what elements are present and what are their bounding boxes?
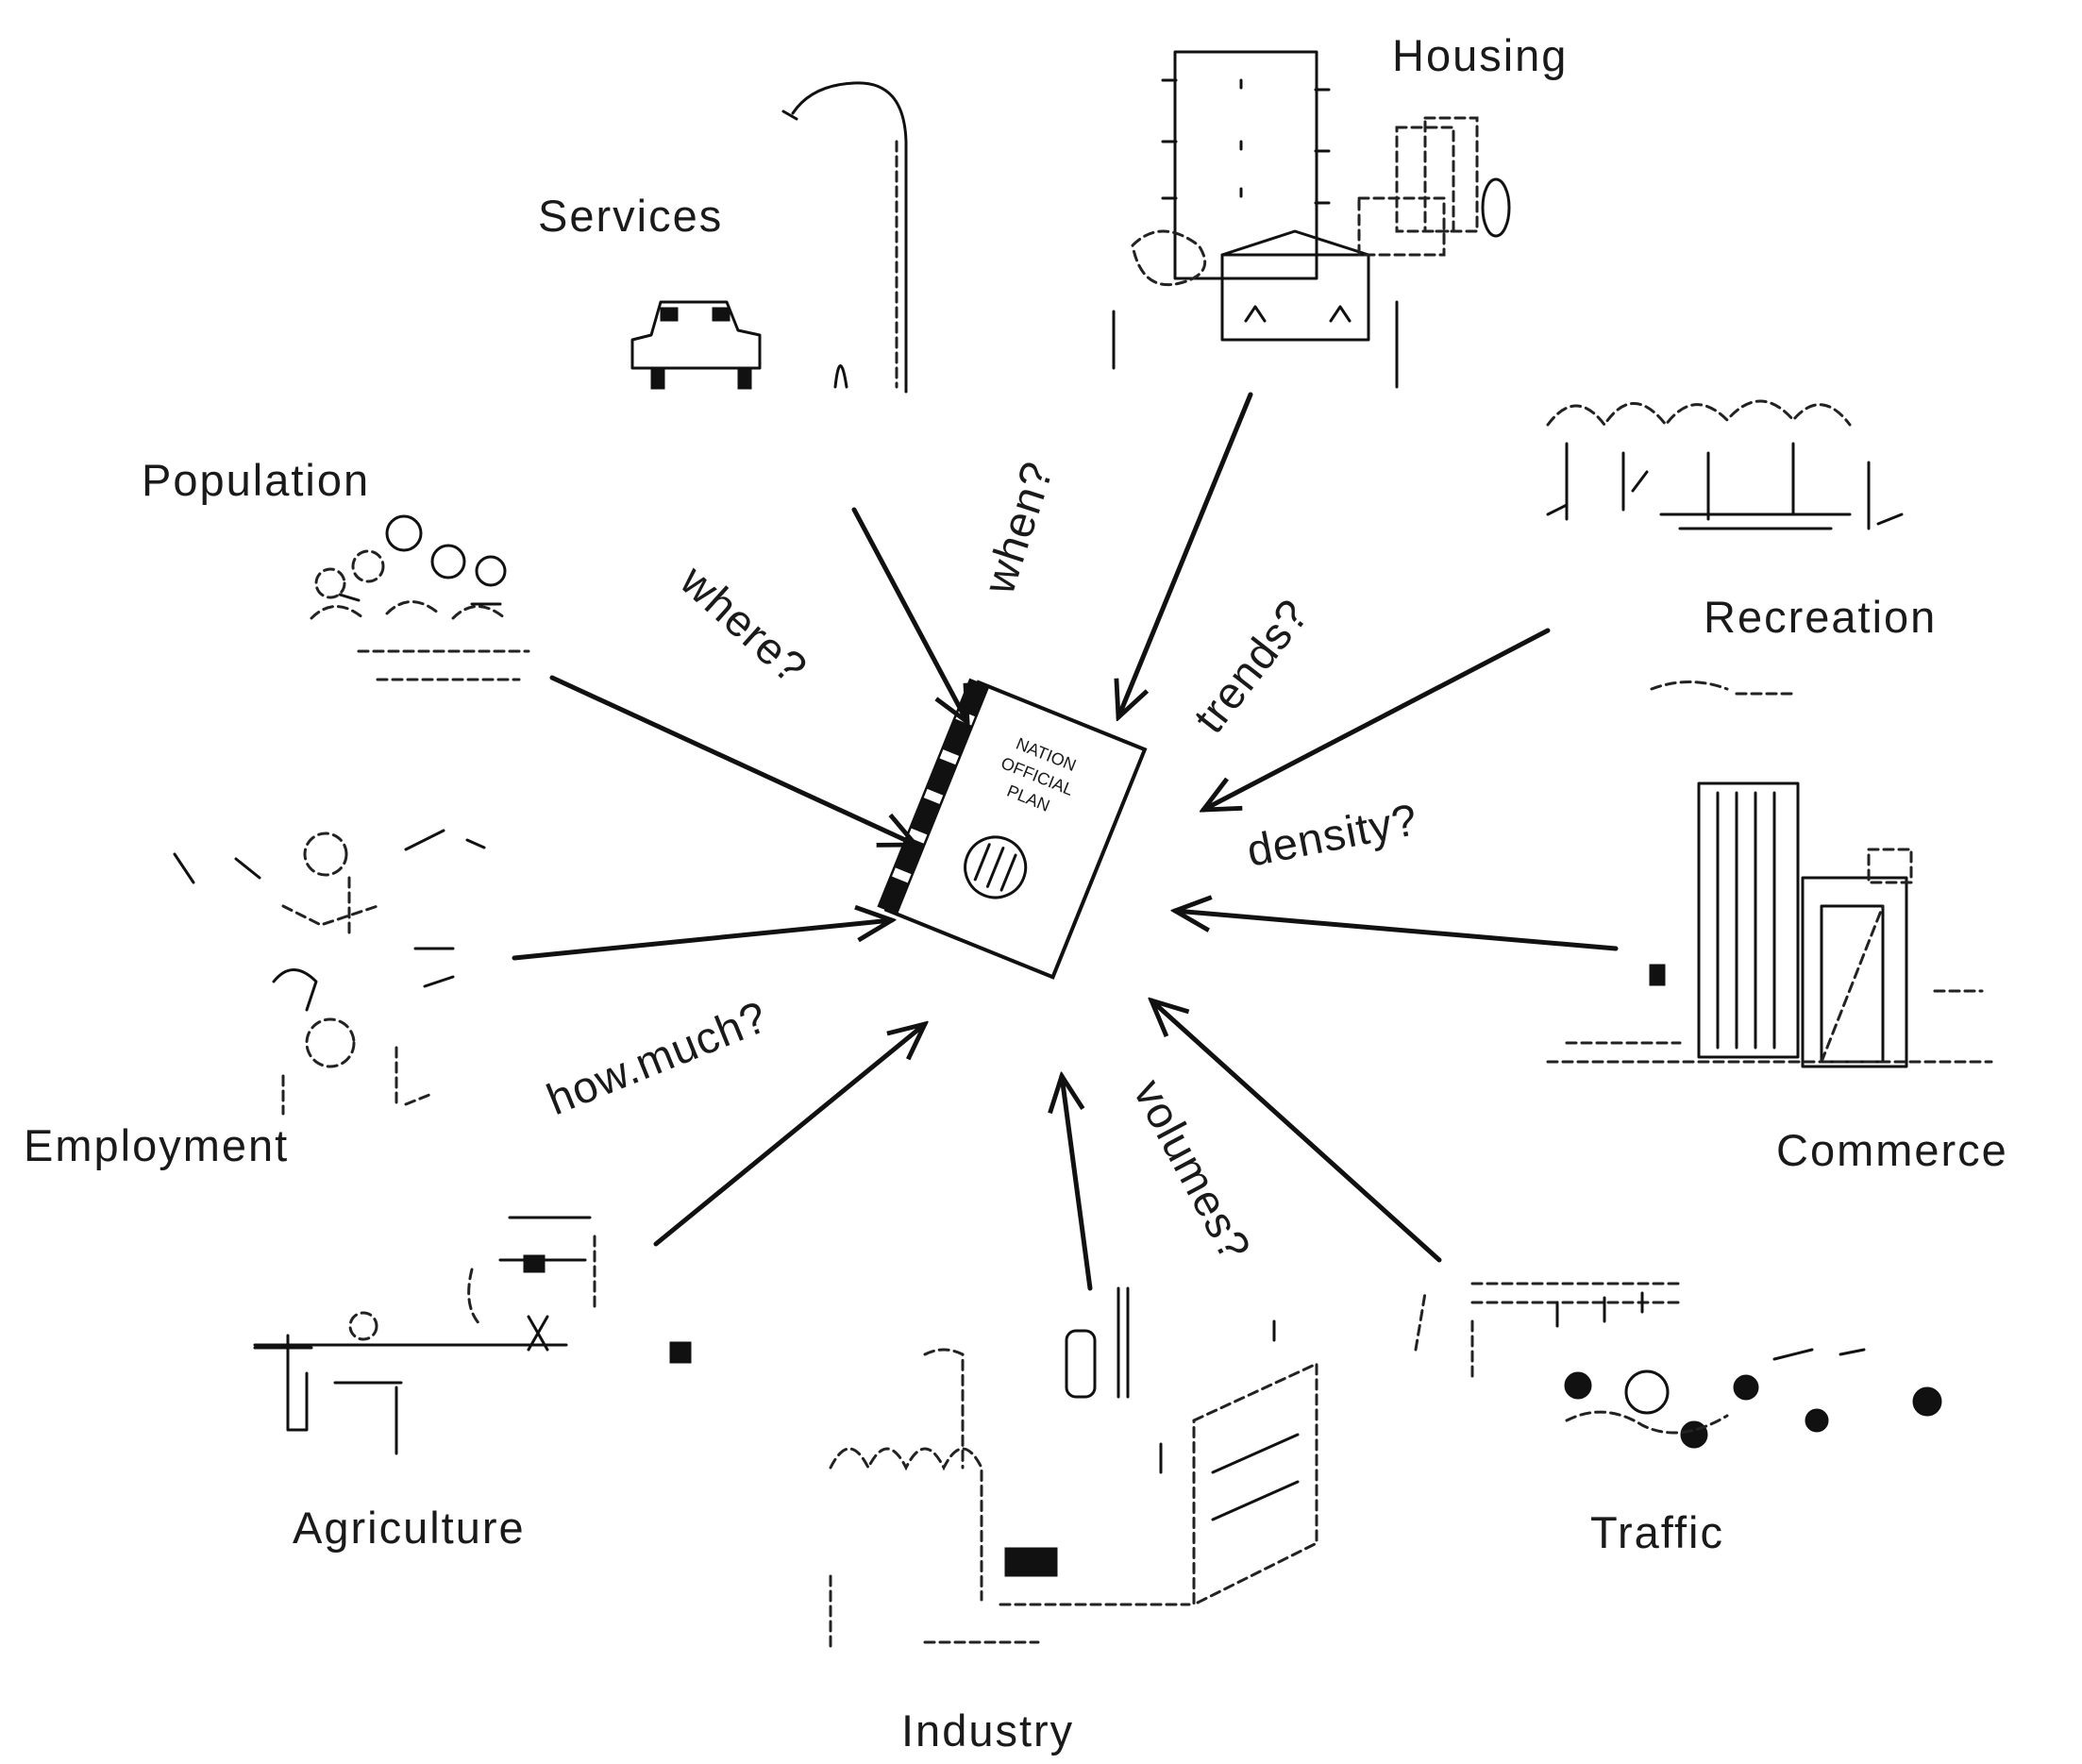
label-population: Population [142,455,370,505]
official-plan-book: NATION OFFICIAL PLAN [878,679,1145,977]
label-housing: Housing [1392,30,1568,80]
question-density: density? [1243,794,1422,876]
question-trends: trends? [1184,589,1318,742]
arrow-from-commerce [1175,911,1616,949]
apartment-building-icon [1114,52,1509,387]
question-when: when? [973,455,1063,600]
arrow-from-services [854,510,967,722]
office-tower-icon [1548,783,1991,1067]
factory-chimneys-icon [831,1288,1317,1652]
label-commerce: Commerce [1776,1125,2008,1175]
label-recreation: Recreation [1704,592,1937,642]
park-trees-icon [1548,401,1902,694]
question-how-much: how.much? [540,991,775,1125]
people-group-icon [311,516,529,680]
workers-icon [175,831,484,1114]
label-services: Services [538,191,723,241]
label-employment: Employment [24,1120,289,1170]
arrow-from-employment [514,920,892,958]
label-industry: Industry [901,1705,1074,1756]
label-traffic: Traffic [1590,1507,1724,1557]
label-agriculture: Agriculture [293,1503,526,1553]
arrow-from-industry [1062,1076,1090,1288]
cars-traffic-icon [1416,1284,1941,1448]
question-where: where? [671,554,817,693]
farm-tractor-icon [255,1218,691,1453]
question-volumes: volumes? [1124,1071,1261,1269]
arrow-from-population [552,678,915,845]
